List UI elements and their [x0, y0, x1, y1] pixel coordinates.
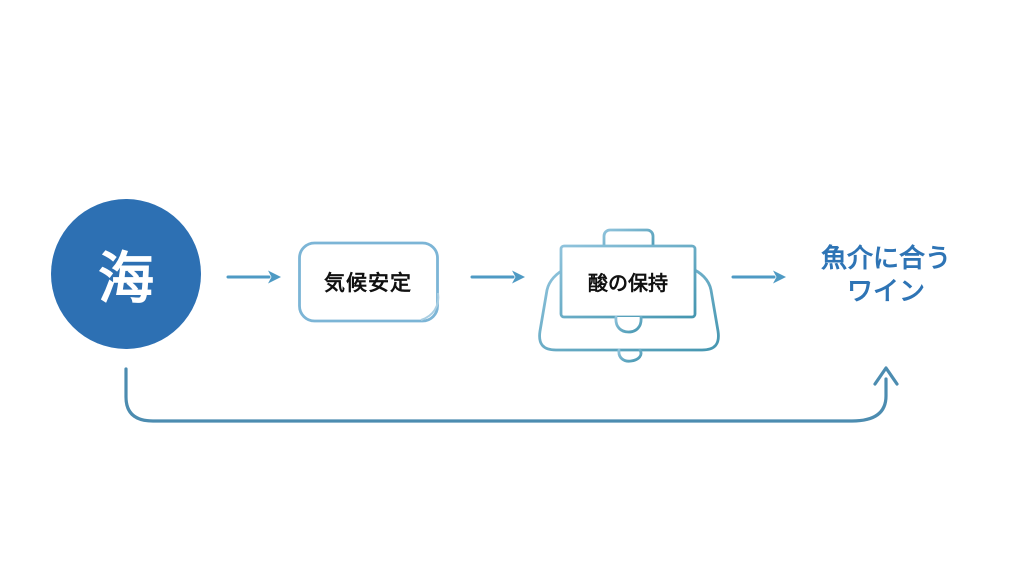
arrow-3-head [773, 270, 786, 284]
acid-board-panel [559, 244, 697, 319]
arrow-2-head [512, 270, 525, 284]
feedback-loop-arrowhead [873, 366, 899, 386]
feedback-loop-arrow [124, 366, 899, 423]
climate-box [298, 241, 440, 323]
acid-board-panel-notch [614, 315, 643, 334]
climate-box-sketch-echo [420, 292, 440, 321]
acid-board-base-notch [617, 348, 643, 363]
acid-board [538, 228, 720, 363]
climate-box-outline [298, 241, 439, 323]
arrow-1 [226, 270, 281, 284]
arrow-2 [470, 270, 525, 284]
arrow-1-head [268, 270, 281, 284]
sea-circle [51, 199, 201, 349]
arrow-3 [731, 270, 786, 284]
feedback-loop-path [124, 367, 888, 423]
